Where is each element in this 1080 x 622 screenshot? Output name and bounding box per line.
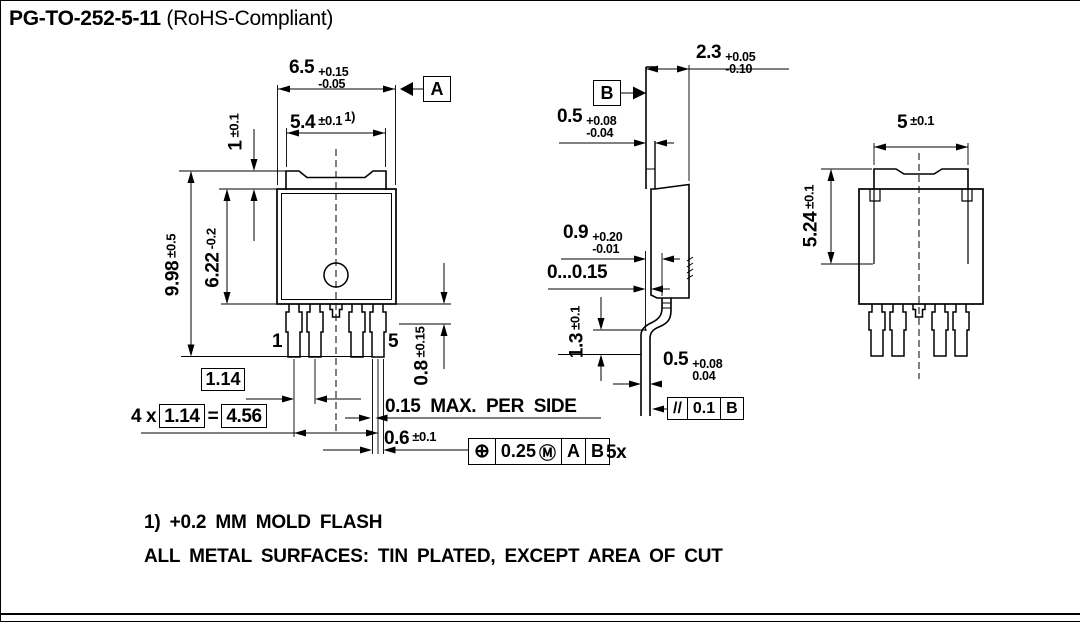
datum-a-label: A: [423, 76, 451, 102]
parallelism-symbol-icon: //: [673, 399, 682, 417]
page-title: PG-TO-252-5-11 (RoHS-Compliant): [9, 7, 333, 31]
dim-tab-overlap: 1±0.1: [225, 113, 247, 151]
dim-pitch-box: 1.14: [201, 368, 245, 391]
side-view: [548, 65, 789, 416]
datum-b-label: B: [593, 80, 621, 106]
datum-a-triangle-icon: [400, 82, 413, 96]
front-view: [141, 82, 601, 454]
parallelism-tolerance-value: 0.1: [686, 398, 720, 419]
dim-body-height: 6.22-0.2: [202, 228, 224, 288]
dim-thickness: 2.3+0.05-0.10: [696, 42, 756, 76]
position-symbol-icon: ⊕: [474, 441, 490, 462]
back-view: [821, 143, 984, 379]
position-datum-1: A: [560, 439, 585, 464]
dim-pitch-span: 4 x 1.14 = 4.56: [131, 404, 270, 428]
parallelism-tolerance-frame: // 0.1 B: [667, 397, 744, 420]
package-name: PG-TO-252-5-11: [9, 7, 161, 30]
mmc-modifier-icon: Ⓜ: [538, 444, 556, 463]
dim-back-tab-width: 5±0.1: [897, 112, 935, 133]
span-total-box: 4.56: [221, 404, 267, 428]
note-tin-plated: ALL METAL SURFACES: TIN PLATED, EXCEPT A…: [144, 546, 723, 567]
pitch-value-box: 1.14: [159, 404, 205, 428]
pin-1-label: 1: [272, 331, 283, 352]
dim-mold-flash: 0.15 MAX. PER SIDE: [385, 396, 577, 417]
pin-count-label: 5x: [606, 442, 627, 463]
datum-b-triangle-icon: [633, 86, 646, 100]
dim-tab-thickness: 0.5+0.08-0.04: [557, 106, 617, 140]
position-datum-2: B: [584, 439, 609, 464]
note-mold-flash: 1) +0.2 MM MOLD FLASH: [144, 512, 383, 533]
dim-gap: 0...0.15: [547, 262, 608, 283]
dim-lead-standoff: 0.8±0.15: [411, 326, 433, 386]
rohs-suffix: (RoHS-Compliant): [166, 7, 334, 30]
dim-back-tab-height: 5.24±0.1: [800, 184, 822, 248]
dim-lead-width: 0.6±0.1: [384, 428, 437, 449]
dim-overall-width: 6.5+0.15-0.05: [289, 57, 349, 91]
dim-foot-height: 1.3±0.1: [566, 305, 588, 359]
dim-lead-offset: 0.9+0.20-0.01: [563, 222, 623, 256]
pin-5-label: 5: [388, 331, 399, 352]
parallelism-datum: B: [720, 398, 743, 419]
bottom-border-rule: [1, 613, 1080, 615]
dim-overall-height: 9.98±0.5: [162, 233, 184, 297]
